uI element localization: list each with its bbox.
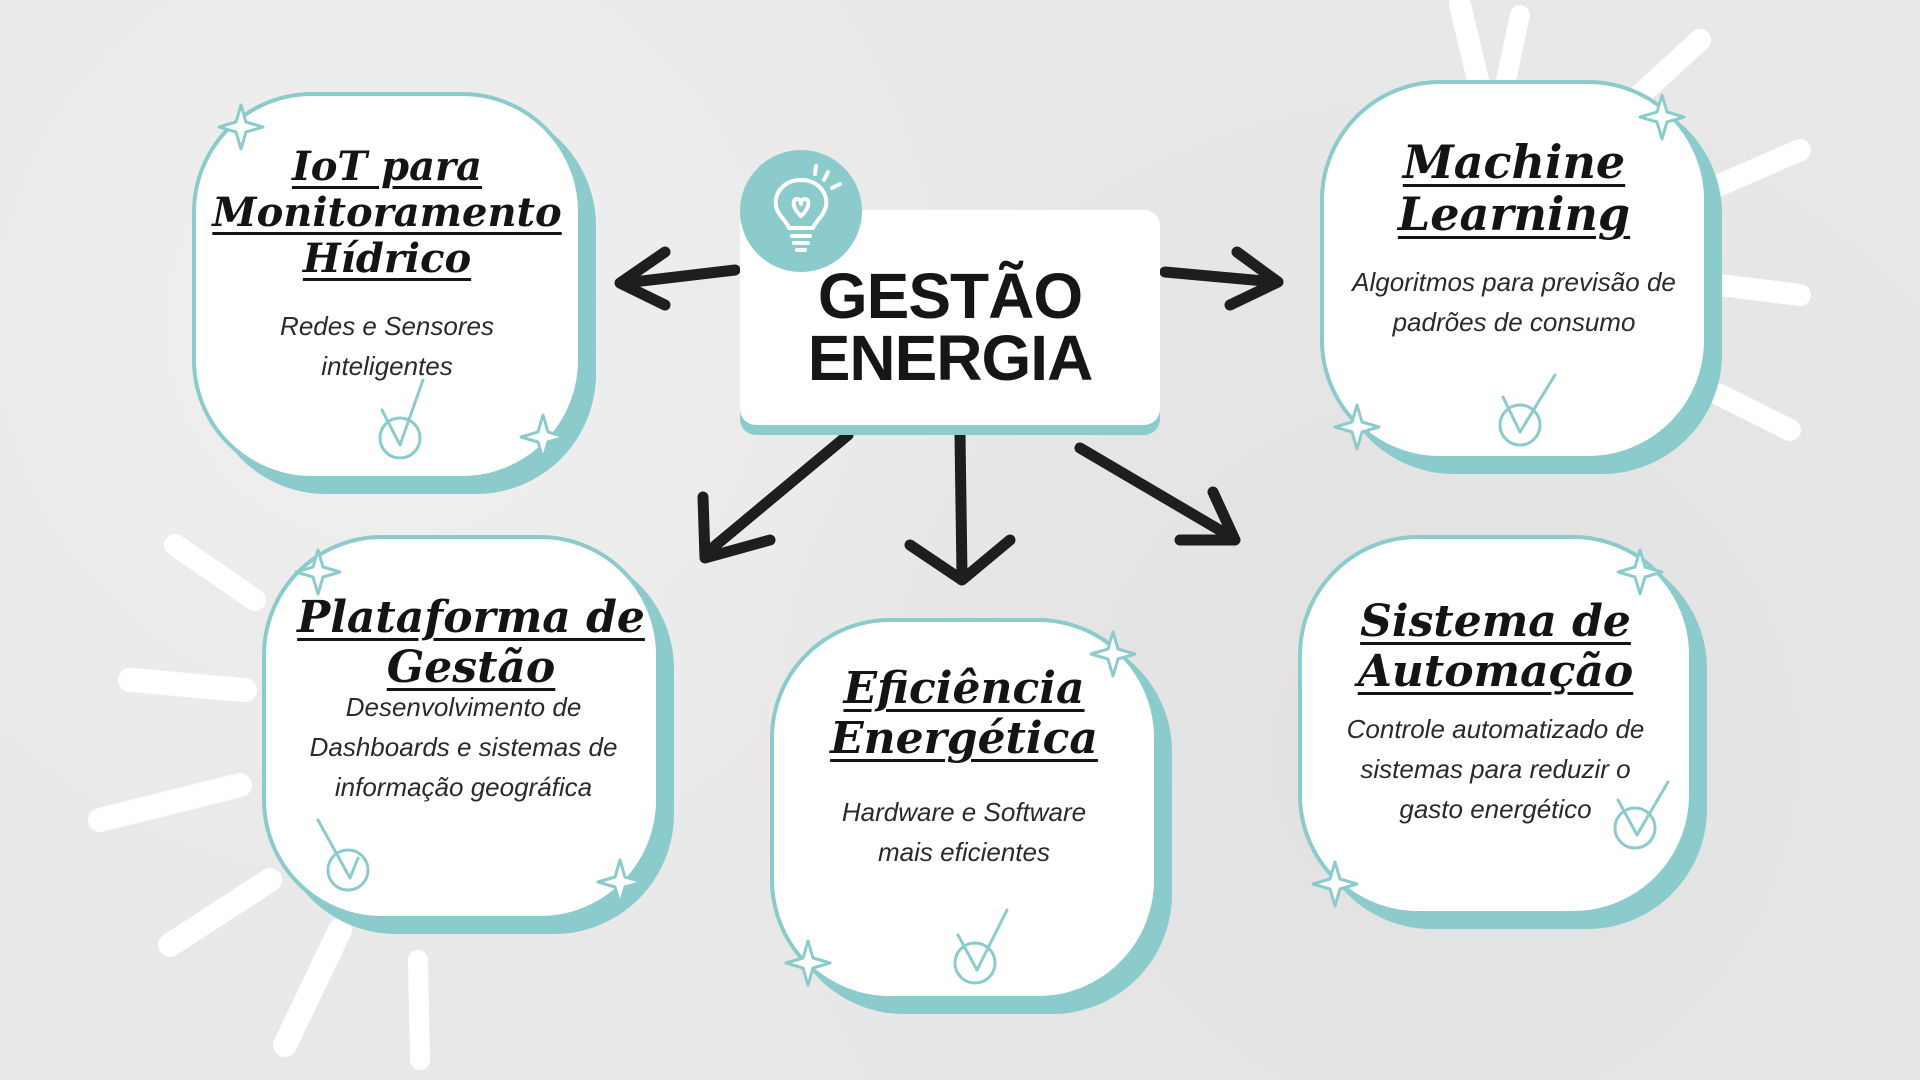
- arrowhead-to-iot: [614, 246, 671, 311]
- card-iot: IoT para Monitoramento Hídrico Redes e S…: [192, 92, 582, 480]
- card-title-platform: Plataforma de Gestão: [297, 592, 645, 693]
- checkmark-icon: [1613, 780, 1670, 850]
- arrow-to-automation: [1074, 442, 1234, 541]
- sparkle-icon: [1311, 860, 1359, 908]
- sparkle-icon: [1638, 93, 1686, 141]
- central-title-line-2: ENERGIA: [807, 322, 1094, 394]
- sparkle-icon: [596, 858, 644, 906]
- arrowhead-to-ml: [1224, 246, 1284, 311]
- card-title-ml: Machine Learning: [1397, 135, 1631, 241]
- arrow-to-efficiency: [954, 429, 968, 581]
- card-title-automation: Sistema de Automação: [1357, 596, 1634, 697]
- card-efficiency: Eficiência Energética Hardware e Softwar…: [770, 618, 1158, 1000]
- arrowhead-to-automation: [1174, 486, 1241, 546]
- sparkle-icon: [1089, 630, 1137, 678]
- sparkle-icon: [217, 103, 265, 151]
- arrow-to-iot: [619, 264, 741, 289]
- checkmark-icon: [953, 908, 1009, 985]
- card-ml: Machine Learning Algoritmos para previsã…: [1320, 80, 1708, 460]
- arrowhead-to-efficiency: [904, 534, 1016, 586]
- card-description-platform: Desenvolvimento de Dashboards e sistemas…: [309, 692, 618, 802]
- sparkle-icon: [519, 413, 567, 461]
- sparkle-icon: [1616, 548, 1664, 596]
- card-description-ml: Algoritmos para previsão de padrões de c…: [1352, 267, 1676, 337]
- card-title-efficiency: Eficiência Energética: [830, 663, 1098, 764]
- checkmark-icon: [316, 818, 370, 892]
- arrow-to-platform: [704, 429, 854, 556]
- central-title-line-1: GESTÃO: [817, 260, 1083, 332]
- sparkle-icon: [784, 939, 832, 987]
- card-description-automation: Controle automatizado de sistemas para r…: [1346, 714, 1645, 824]
- card-automation: Sistema de Automação Controle automatiza…: [1298, 535, 1693, 915]
- card-platform: Plataforma de Gestão Desenvolvimento de …: [262, 535, 660, 920]
- sparkle-icon: [1333, 403, 1381, 451]
- central-title: GESTÃO ENERGIA: [740, 260, 1160, 394]
- lightbulb-icon: [740, 150, 862, 272]
- checkmark-icon: [378, 378, 425, 460]
- sparkle-icon: [294, 548, 342, 596]
- card-title-iot: IoT para Monitoramento Hídrico: [212, 143, 562, 282]
- arrow-to-ml: [1159, 266, 1281, 288]
- card-description-efficiency: Hardware e Software mais eficientes: [841, 797, 1087, 867]
- card-description-iot: Redes e Sensores inteligentes: [280, 311, 494, 381]
- arrowhead-to-platform: [697, 491, 776, 564]
- checkmark-icon: [1498, 373, 1557, 447]
